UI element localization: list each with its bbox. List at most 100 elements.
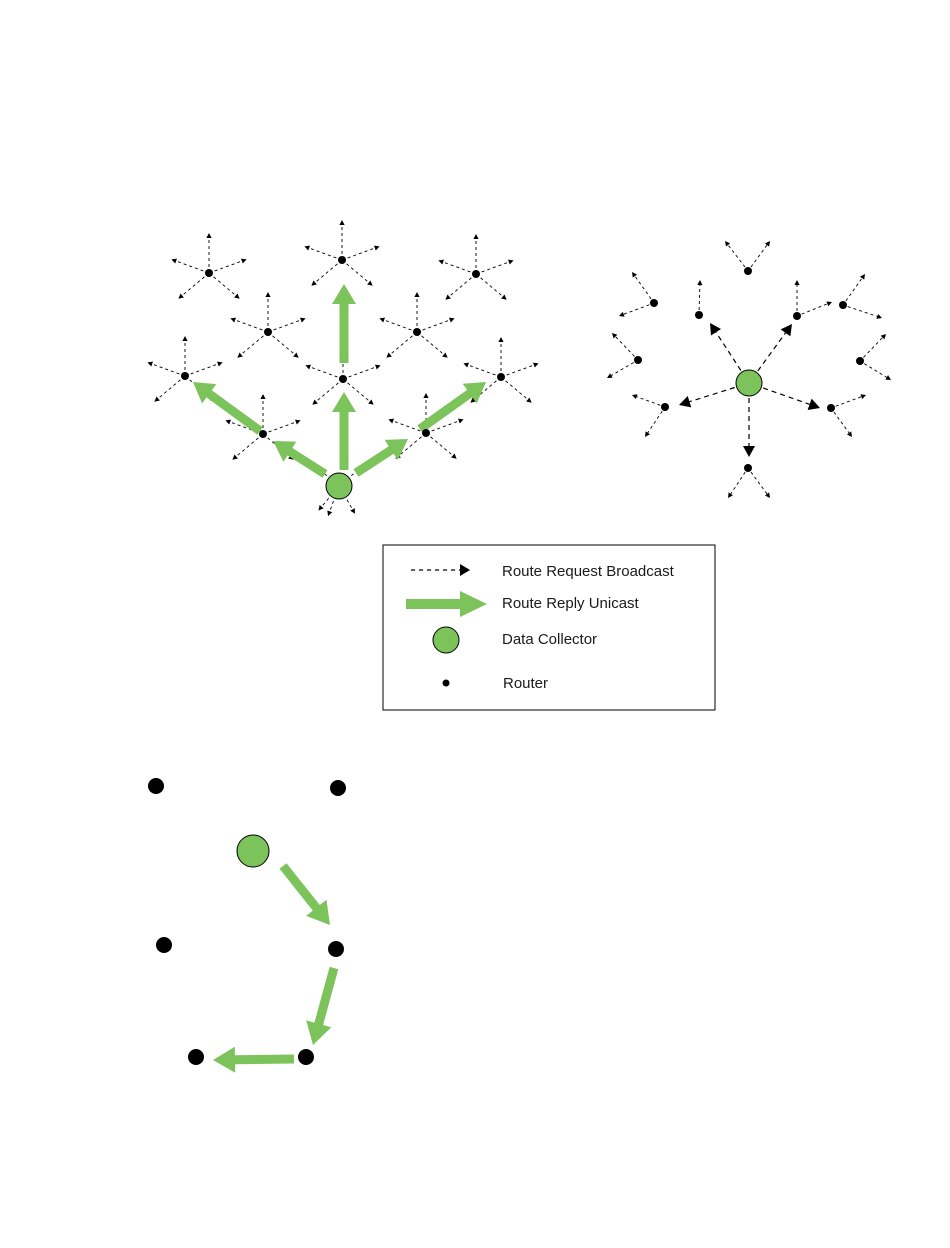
broadcast-arrowhead (449, 318, 455, 323)
broadcast-arrow-line (615, 337, 634, 357)
broadcast-arrow (802, 301, 832, 314)
broadcast-arrowhead (679, 396, 691, 407)
broadcast-arrow-line (241, 336, 263, 355)
broadcast-arrow (339, 220, 344, 254)
broadcast-arrow (632, 272, 651, 299)
broadcast-arrow-line (751, 245, 767, 267)
broadcast-arrow (388, 419, 420, 431)
broadcast-arrow-line (468, 365, 495, 375)
unicast-arrow (193, 382, 263, 435)
broadcast-arrow-line (322, 498, 329, 506)
route-discovery-tree-panel (147, 220, 538, 516)
broadcast-arrow (305, 365, 337, 377)
router-node (793, 312, 801, 320)
broadcast-arrowhead (182, 336, 187, 341)
broadcast-arrow-line (236, 438, 258, 457)
broadcast-arrowhead (414, 292, 419, 297)
broadcast-arrow (191, 362, 223, 374)
broadcast-arrow (171, 259, 203, 271)
broadcast-arrow (438, 260, 470, 272)
broadcast-arrow-line (482, 262, 509, 272)
broadcast-arrow-line (349, 367, 376, 377)
broadcast-arrow (507, 363, 539, 375)
router-node (259, 430, 267, 438)
broadcast-arrowhead (206, 233, 211, 238)
router-node (650, 299, 658, 307)
broadcast-arrowhead (876, 314, 882, 319)
broadcast-arrow (431, 437, 457, 459)
broadcast-arrowhead (743, 446, 755, 457)
broadcast-arrowhead (710, 323, 721, 335)
broadcast-arrowhead (232, 455, 238, 460)
broadcast-arrowhead (473, 234, 478, 239)
broadcast-arrowhead (375, 365, 381, 370)
broadcast-arrow (506, 381, 532, 403)
broadcast-arrow-line (431, 437, 453, 456)
router-node (330, 780, 346, 796)
data-collector-node (237, 835, 269, 867)
broadcast-arrow-line (274, 320, 301, 330)
broadcast-arrow-line (507, 365, 534, 375)
router-node (744, 267, 752, 275)
broadcast-arrow-line (751, 472, 767, 494)
broadcast-arrow-line (648, 411, 662, 433)
router-node (188, 1049, 204, 1065)
broadcast-arrow-line (506, 381, 528, 400)
broadcast-arrow (215, 259, 247, 271)
broadcast-arrow (473, 234, 478, 268)
broadcast-arrow-line (158, 380, 180, 399)
broadcast-arrow (230, 318, 262, 330)
unicast-arrow (354, 439, 409, 477)
broadcast-arrow (260, 394, 265, 428)
broadcast-arrow (348, 246, 380, 258)
broadcast-arrow (232, 438, 258, 460)
broadcast-arrowhead (295, 420, 301, 425)
broadcast-arrow (751, 241, 770, 267)
broadcast-arrowhead (860, 394, 866, 399)
broadcast-arrowhead (225, 420, 231, 425)
broadcast-arrow-line (731, 472, 745, 494)
broadcast-arrow (481, 278, 507, 300)
unicast-arrow (332, 392, 356, 470)
broadcast-arrow (710, 323, 741, 370)
broadcast-arrow-line (315, 264, 337, 283)
broadcast-arrow-line (763, 388, 809, 404)
broadcast-arrowhead (445, 295, 451, 300)
broadcast-arrowhead (265, 292, 270, 297)
legend-router-symbol (443, 680, 450, 687)
broadcast-arrow (304, 246, 336, 258)
broadcast-arrow (386, 336, 412, 358)
broadcast-arrow (349, 365, 381, 377)
data-collector-node (326, 473, 352, 499)
broadcast-arrowhead (241, 259, 247, 264)
broadcast-arrowhead (311, 281, 317, 286)
router-node (264, 328, 272, 336)
broadcast-arrowhead (171, 259, 177, 264)
broadcast-arrow-line (347, 264, 369, 283)
legend-collector-label: Data Collector (502, 631, 597, 648)
broadcast-arrow (758, 324, 792, 371)
broadcast-arrowhead (350, 508, 355, 514)
broadcast-arrow (327, 501, 333, 516)
broadcast-arrowhead (367, 281, 373, 286)
route-request-broadcast-panel (607, 241, 891, 498)
broadcast-arrowhead (728, 492, 733, 498)
broadcast-arrow-line (310, 367, 337, 377)
legend-router-label: Router (503, 675, 548, 692)
broadcast-arrow-line (624, 305, 650, 315)
data-collector-node (736, 370, 762, 396)
router-node (205, 269, 213, 277)
broadcast-arrow-line (863, 338, 882, 358)
broadcast-arrow (312, 383, 338, 405)
broadcast-arrow (206, 233, 211, 267)
router-node (856, 357, 864, 365)
broadcast-arrowhead (305, 365, 311, 370)
broadcast-arrow (214, 277, 240, 299)
broadcast-arrow (632, 394, 660, 405)
router-node (661, 403, 669, 411)
router-node (695, 311, 703, 319)
router-node (148, 778, 164, 794)
broadcast-arrowhead (178, 294, 184, 299)
router-node (744, 464, 752, 472)
broadcast-arrow (273, 336, 299, 358)
